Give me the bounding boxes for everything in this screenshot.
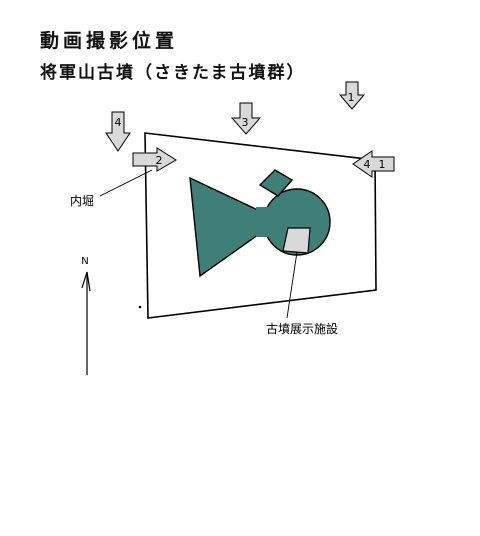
position-label: 4 (364, 158, 371, 171)
north-arrow-head-icon (81, 271, 91, 292)
camera-position-2: 2 (132, 147, 177, 172)
position-label: 1 (379, 158, 386, 171)
facility-leader-line (286, 251, 298, 319)
page-title: 動画撮影位置 (40, 30, 179, 52)
moat-label: 内堀 (70, 193, 94, 208)
camera-position-4-2: 4 (105, 111, 131, 152)
page-subtitle: 将軍山古墳（さきたま古墳群） (40, 63, 306, 83)
camera-position-1: 1 (338, 81, 366, 110)
arrow-down-icon (338, 81, 366, 110)
arrow-down-icon (105, 111, 131, 152)
arrow-right-icon (132, 147, 177, 172)
position-label: 4 (115, 116, 122, 129)
moat-leader-line (99, 169, 153, 197)
boundary-dot (138, 305, 142, 309)
arrow-left-icon (352, 150, 395, 178)
north-arrow: N (81, 256, 91, 375)
arrow-down-icon (230, 102, 262, 135)
north-label: N (81, 256, 88, 267)
camera-position-3: 3 (230, 102, 262, 135)
mound-connector (256, 207, 270, 237)
camera-position-4-1: 4 1 (352, 150, 395, 178)
kofun-mound (189, 169, 331, 278)
facility-label: 古墳展示施設 (266, 321, 338, 336)
position-label: 3 (242, 116, 249, 129)
site-boundary (144, 132, 377, 319)
facility-building (282, 227, 311, 254)
mound-front-square (189, 176, 263, 278)
position-label: 1 (348, 91, 355, 104)
mound-protrusion (258, 169, 294, 197)
position-label-inline: 2 (156, 154, 163, 167)
